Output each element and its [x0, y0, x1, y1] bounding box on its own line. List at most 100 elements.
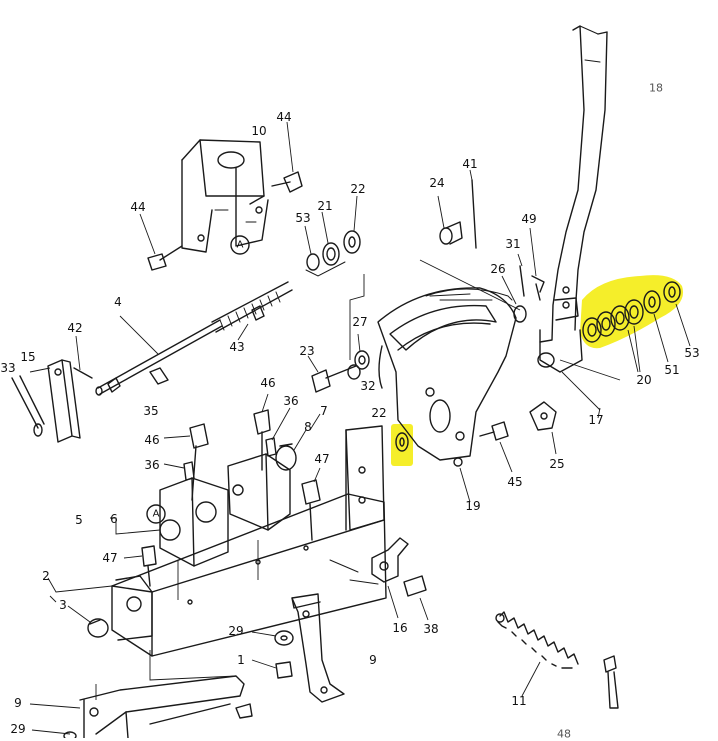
lever-18 — [537, 25, 608, 411]
bolt-47-right — [301, 467, 321, 541]
callout-20: 20 — [636, 373, 652, 387]
washer-32 — [347, 364, 361, 380]
bracket-25 — [529, 401, 557, 455]
callout-22-top: 22 — [350, 182, 366, 196]
callout-32: 32 — [360, 379, 376, 393]
callout-46-right: 46 — [260, 376, 276, 390]
bolt-46-right — [253, 393, 271, 471]
pedal-assembly-bottom — [29, 675, 253, 738]
callout-19: 19 — [465, 499, 481, 513]
callout-2: 2 — [42, 569, 50, 583]
pin-31-49 — [517, 227, 545, 301]
callout-16: 16 — [392, 621, 408, 635]
pin-43 — [237, 305, 265, 341]
bolt-23 — [307, 355, 357, 393]
callout-49: 49 — [521, 212, 537, 226]
bracket-2-lines — [47, 517, 161, 603]
pin-36-left — [163, 461, 195, 481]
callout-36-left: 36 — [144, 458, 160, 472]
pin-42 — [73, 335, 93, 379]
handle-15 — [29, 359, 81, 443]
washers-53-21-22-top — [304, 195, 361, 277]
callout-33: 33 — [0, 361, 16, 375]
circle-marker-a-top: A — [236, 239, 244, 251]
pin-33 — [11, 375, 45, 437]
bracket-7 — [309, 413, 321, 431]
callout-8: 8 — [304, 420, 312, 434]
callout-15: 15 — [20, 350, 36, 364]
bushing-6a — [159, 501, 217, 541]
lever-16 — [371, 537, 409, 619]
rod-41 — [469, 169, 477, 249]
highlight-washer-22 — [391, 424, 413, 466]
washers-20-51-53-right — [582, 281, 691, 373]
callout-42: 42 — [67, 321, 83, 335]
pin-35 — [149, 367, 169, 385]
pin-24 — [437, 195, 463, 245]
callout-25: 25 — [549, 457, 565, 471]
callout-24: 24 — [429, 176, 445, 190]
callout-10: 10 — [251, 124, 267, 138]
callout-31: 31 — [505, 237, 521, 251]
pin-38 — [403, 575, 429, 621]
bolt-44-left — [139, 213, 183, 271]
callout-53-right: 53 — [684, 346, 700, 360]
bolt-44-top — [271, 121, 303, 193]
callout-9-right: 9 — [369, 653, 377, 667]
callout-11: 11 — [511, 694, 527, 708]
arm-9 — [291, 593, 345, 703]
spring-11 — [495, 611, 579, 697]
callout-5: 5 — [75, 513, 83, 527]
callout-26: 26 — [490, 262, 506, 276]
spring-26 — [501, 275, 527, 323]
washer-29-mid — [251, 630, 294, 646]
bolt-46-left — [163, 423, 209, 501]
bushing-8 — [275, 429, 307, 471]
circle-marker-a-left: A — [152, 508, 160, 520]
quadrant-plate-19 — [377, 287, 517, 503]
reference-lines — [95, 259, 621, 700]
marker-a1 — [230, 235, 250, 255]
callout-41: 41 — [462, 157, 478, 171]
nut-1 — [251, 659, 293, 679]
callout-6: 6 — [110, 512, 118, 526]
callout-44-top: 44 — [276, 110, 292, 124]
callout-22-mid: 22 — [371, 406, 387, 420]
callout-53-top: 53 — [295, 211, 311, 225]
callout-27: 27 — [352, 315, 368, 329]
callout-45: 45 — [507, 475, 523, 489]
bolt-45 — [479, 421, 513, 473]
pin-48 — [603, 655, 619, 709]
callout-29-mid: 29 — [228, 624, 244, 638]
callout-36-right: 36 — [283, 394, 299, 408]
callout-1: 1 — [237, 653, 245, 667]
rod-4 — [95, 281, 293, 396]
callout-9-left: 9 — [14, 696, 22, 710]
callout-47-left: 47 — [102, 551, 118, 565]
pin-36-right — [265, 407, 291, 457]
callout-48: 48 — [557, 727, 571, 741]
washer-22-mid — [395, 432, 409, 452]
bolt-47-left — [123, 545, 157, 587]
base-frame — [111, 425, 387, 657]
callout-46-left: 46 — [144, 433, 160, 447]
callout-35: 35 — [143, 404, 159, 418]
callout-17: 17 — [588, 413, 604, 427]
washer-27 — [354, 333, 370, 370]
callout-38: 38 — [423, 622, 439, 636]
bushing-3 — [67, 605, 109, 638]
callout-21: 21 — [317, 199, 333, 213]
callout-29-bottom: 29 — [10, 722, 26, 736]
callout-44-left: 44 — [130, 200, 146, 214]
callout-18: 18 — [649, 81, 663, 95]
marker-a2 — [146, 504, 166, 524]
pin-17 — [597, 407, 601, 419]
callout-4: 4 — [114, 295, 122, 309]
highlight-washers-20-51-53 — [580, 275, 684, 349]
callout-7: 7 — [320, 404, 328, 418]
callout-43: 43 — [229, 340, 245, 354]
callout-3: 3 — [59, 598, 67, 612]
callout-23: 23 — [299, 344, 315, 358]
